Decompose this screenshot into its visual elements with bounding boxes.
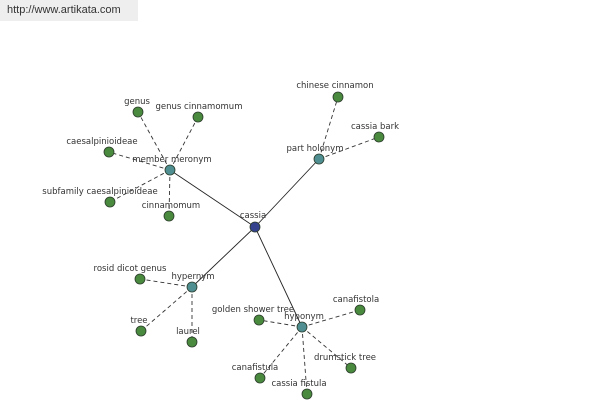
- node-tree[interactable]: [135, 325, 147, 337]
- edge-hyponym-canafistola: [301, 309, 361, 328]
- label-drumstick-tree[interactable]: drumstick tree: [314, 353, 376, 363]
- label-canafistola[interactable]: canafistola: [333, 295, 379, 305]
- edge-hypernym-rosid-dicot-genus: [139, 278, 193, 288]
- node-subfamily-caesalpinioideae[interactable]: [104, 196, 116, 208]
- label-laurel[interactable]: laurel: [176, 327, 200, 337]
- edge-hyponym-golden-shower-tree: [258, 319, 303, 328]
- label-member-meronym[interactable]: member meronym: [132, 155, 211, 165]
- label-genus[interactable]: genus: [124, 97, 150, 107]
- edge-part-holonym-cassia-bark: [318, 136, 380, 160]
- node-rosid-dicot-genus[interactable]: [134, 273, 146, 285]
- edge-hyponym-drumstick-tree: [301, 326, 352, 369]
- label-cinnamomum[interactable]: cinnamomum: [142, 201, 200, 211]
- node-genus-cinnamomum[interactable]: [192, 111, 204, 123]
- labels-layer: genus genus cinnamomum caesalpinioideae sub…: [42, 81, 399, 389]
- node-member-meronym[interactable]: [164, 164, 176, 176]
- node-cassia-bark[interactable]: [373, 131, 385, 143]
- label-cassia[interactable]: cassia: [240, 211, 266, 221]
- node-golden-shower-tree[interactable]: [253, 314, 265, 326]
- label-subfamily-caesalpinioideae[interactable]: subfamily caesalpinioideae: [42, 187, 157, 197]
- label-part-holonym[interactable]: part holonym: [287, 144, 344, 154]
- label-chinese-cinnamon[interactable]: chinese cinnamon: [296, 81, 373, 91]
- label-genus-cinnamomum[interactable]: genus cinnamomum: [156, 102, 243, 112]
- node-drumstick-tree[interactable]: [345, 362, 357, 374]
- label-hyponym[interactable]: hyponym: [284, 312, 324, 322]
- edge-cassia-part-holonym: [254, 158, 320, 228]
- label-caesalpinioideae[interactable]: caesalpinioideae: [66, 137, 137, 147]
- url-banner[interactable]: http://www.artikata.com: [0, 0, 138, 21]
- label-rosid-dicot-genus[interactable]: rosid dicot genus: [94, 264, 167, 274]
- node-hypernym[interactable]: [186, 281, 198, 293]
- node-canafistola[interactable]: [354, 304, 366, 316]
- node-genus[interactable]: [132, 106, 144, 118]
- node-chinese-cinnamon[interactable]: [332, 91, 344, 103]
- edge-part-holonym-chinese-cinnamon: [318, 96, 339, 160]
- edge-member-meronym-subfamily-caesalpinioideae: [109, 169, 171, 203]
- node-part-holonym[interactable]: [313, 153, 325, 165]
- node-caesalpinioideae[interactable]: [103, 146, 115, 158]
- label-tree[interactable]: tree: [130, 316, 147, 326]
- label-cassia-bark[interactable]: cassia bark: [351, 122, 399, 132]
- edge-member-meronym-genus-cinnamomum: [169, 116, 199, 171]
- node-laurel[interactable]: [186, 336, 198, 348]
- edge-member-meronym-cinnamomum: [168, 169, 171, 217]
- label-canafistula[interactable]: canafistula: [232, 363, 279, 373]
- edge-cassia-hyponym: [254, 226, 303, 328]
- edge-cassia-hypernym: [191, 226, 256, 288]
- node-cassia[interactable]: [249, 221, 261, 233]
- node-cinnamomum[interactable]: [163, 210, 175, 222]
- label-golden-shower-tree[interactable]: golden shower tree: [212, 305, 294, 315]
- edges-layer: [108, 96, 380, 395]
- node-canafistula[interactable]: [254, 372, 266, 384]
- label-hypernym[interactable]: hypernym: [171, 272, 214, 282]
- nodes-layer: [103, 91, 385, 400]
- edge-cassia-member-meronym: [169, 169, 256, 228]
- node-hyponym[interactable]: [296, 321, 308, 333]
- edge-member-meronym-caesalpinioideae: [108, 151, 171, 171]
- edge-hypernym-tree: [140, 286, 193, 332]
- node-cassia-fistula[interactable]: [301, 388, 313, 400]
- label-cassia-fistula[interactable]: cassia fistula: [271, 379, 326, 389]
